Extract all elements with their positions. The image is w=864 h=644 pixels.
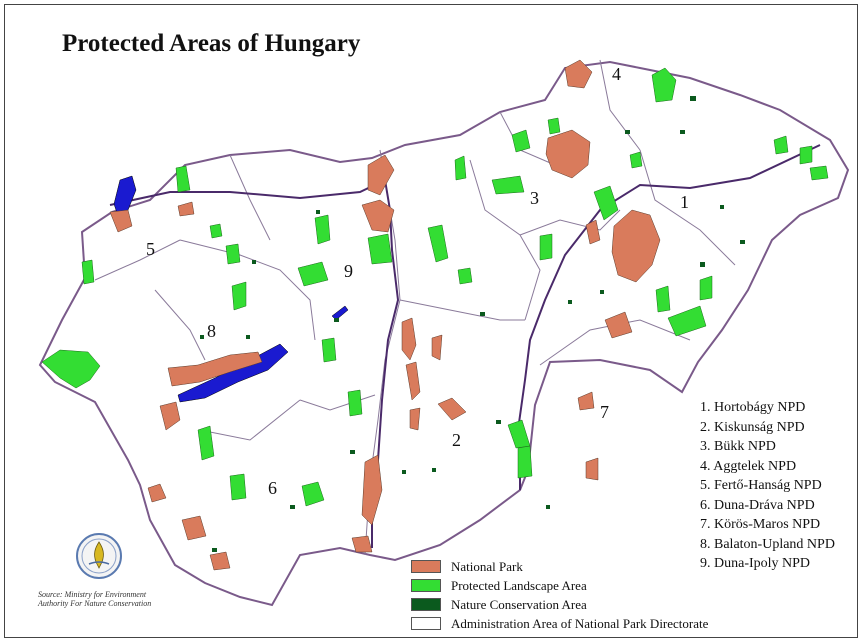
directorate-item: 9. Duna-Ipoly NPD bbox=[700, 556, 811, 571]
legend-swatch bbox=[411, 598, 441, 611]
region-number-9: 9 bbox=[344, 261, 353, 281]
nature-conservation-areas bbox=[200, 96, 745, 552]
directorate-item: 4. Aggtelek NPD bbox=[700, 458, 797, 474]
source-line: Authority For Nature Conservation bbox=[38, 599, 152, 608]
directorate-item: 3. Bükk NPD bbox=[700, 439, 776, 454]
directorate-list: 1. Hortobágy NPD 2. Kiskunság NPD 3. Bük… bbox=[700, 398, 835, 574]
region-number-2: 2 bbox=[452, 430, 461, 450]
nature-conservation-logo-icon bbox=[76, 533, 122, 579]
region-number-8: 8 bbox=[207, 321, 216, 341]
legend-item-administration: Administration Area of National Park Dir… bbox=[411, 614, 708, 633]
region-number-7: 7 bbox=[600, 402, 609, 422]
legend-item-nature-conservation: Nature Conservation Area bbox=[411, 595, 708, 614]
region-number-6: 6 bbox=[268, 478, 277, 498]
directorate-item: 2. Kiskunság NPD bbox=[700, 419, 805, 435]
legend-label: Administration Area of National Park Dir… bbox=[451, 615, 709, 631]
region-number-3: 3 bbox=[530, 188, 539, 208]
directorate-item: 7. Körös-Maros NPD bbox=[700, 517, 821, 532]
map-legend: National Park Protected Landscape Area N… bbox=[411, 557, 708, 633]
country-outline bbox=[38, 60, 850, 607]
directorate-item: 8. Balaton-Upland NPD bbox=[700, 536, 835, 552]
legend-swatch bbox=[411, 579, 441, 592]
legend-label: National Park bbox=[451, 558, 523, 574]
source-note: Source: Ministry for Environment Authori… bbox=[38, 590, 168, 608]
directorate-item: 5. Fertő-Hanság NPD bbox=[700, 478, 822, 493]
directorate-item: 6. Duna-Dráva NPD bbox=[700, 497, 815, 513]
legend-item-national-park: National Park bbox=[411, 557, 708, 576]
legend-swatch bbox=[411, 617, 441, 630]
map-title: Protected Areas of Hungary bbox=[62, 30, 361, 57]
legend-item-protected-landscape: Protected Landscape Area bbox=[411, 576, 708, 595]
region-number-5: 5 bbox=[146, 239, 155, 259]
region-number-4: 4 bbox=[612, 64, 621, 84]
directorate-item: 1. Hortobágy NPD bbox=[700, 400, 806, 415]
legend-label: Nature Conservation Area bbox=[451, 596, 587, 612]
region-number-1: 1 bbox=[680, 192, 689, 212]
region-numbers: 1 2 3 4 5 6 7 8 9 bbox=[146, 64, 689, 498]
legend-label: Protected Landscape Area bbox=[451, 577, 587, 593]
protected-landscape-areas bbox=[41, 67, 829, 507]
national-parks bbox=[109, 59, 661, 571]
legend-swatch bbox=[411, 560, 441, 573]
source-line: Source: Ministry for Environment bbox=[38, 590, 147, 599]
